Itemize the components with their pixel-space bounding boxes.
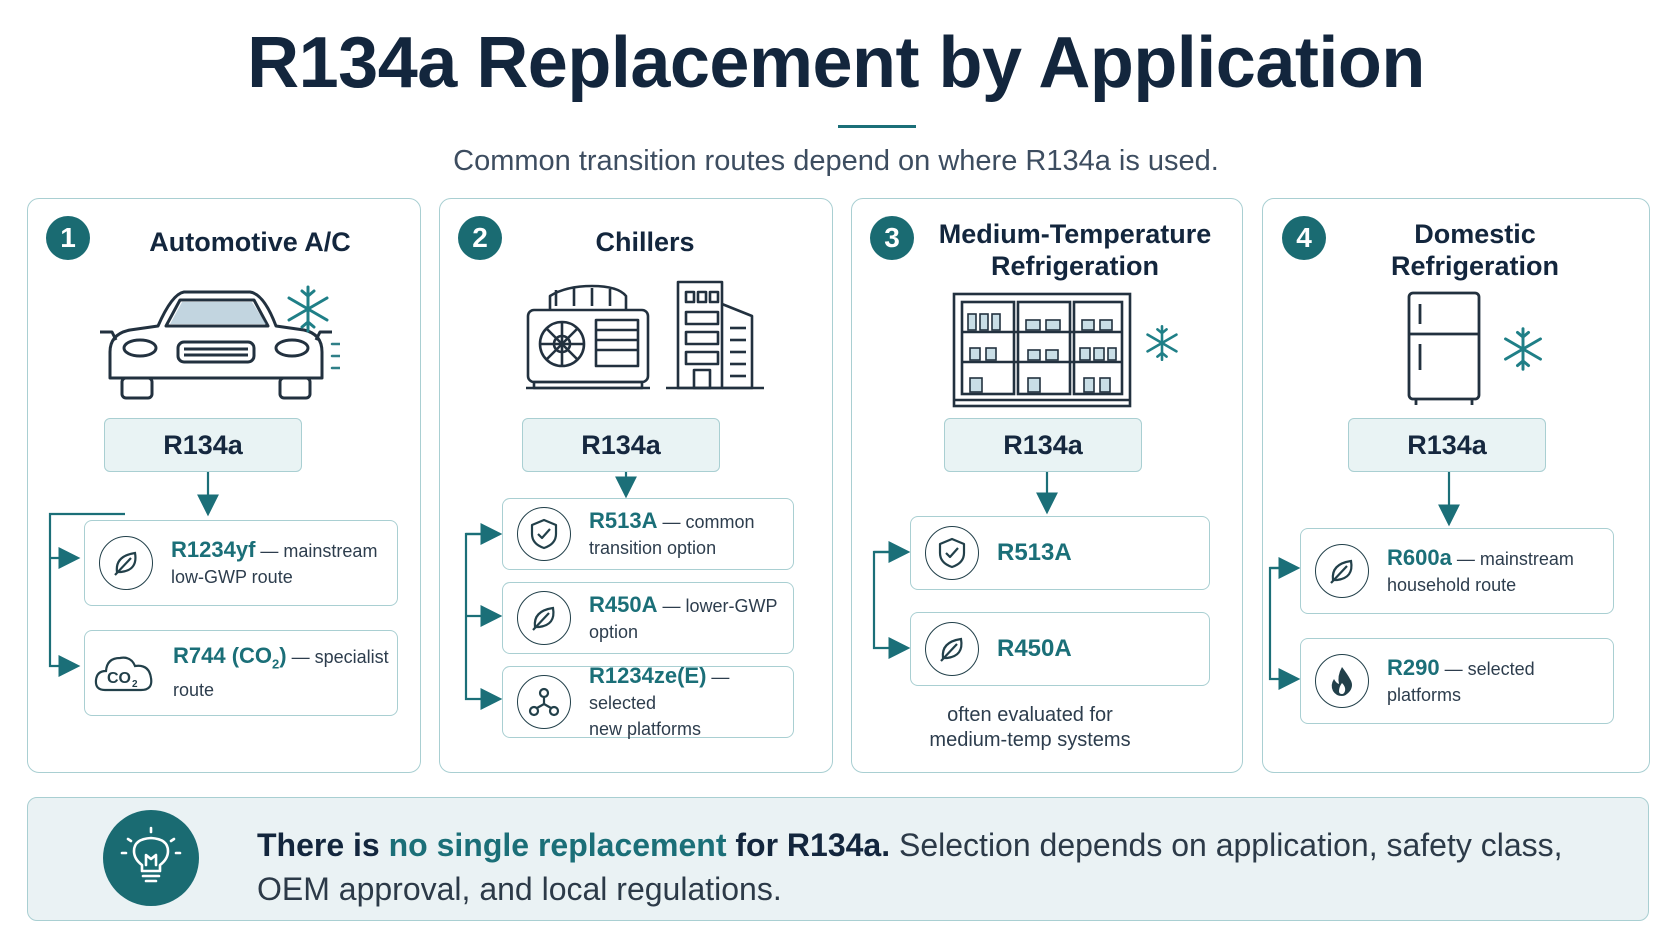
takeaway-lead-tail: for R134a.	[726, 827, 891, 863]
option-desc-line2: option	[589, 621, 639, 642]
option-name: R290	[1387, 654, 1440, 680]
takeaway-highlight: no single replacement	[388, 827, 727, 863]
option-desc-line2: new platforms	[589, 718, 702, 739]
option-name: R600a	[1387, 544, 1452, 570]
shield-check-icon	[517, 507, 571, 561]
card-title-line1: Domestic	[1414, 219, 1536, 249]
option-r513a: R513A	[910, 516, 1210, 590]
page-title: R134a Replacement by Application	[247, 23, 1425, 103]
option-desc-line2: platforms	[1387, 684, 1462, 705]
option-name: R513A	[589, 507, 658, 533]
card-title-line1: Medium-Temperature	[938, 219, 1212, 249]
card-title: Chillers	[595, 227, 695, 257]
option-name: R450A	[997, 635, 1072, 662]
option-desc: — specialist	[291, 646, 389, 667]
card-number-badge: 3	[870, 216, 914, 260]
card-number-badge: 2	[458, 216, 502, 260]
card-number-badge: 1	[46, 216, 90, 260]
leaf-icon	[517, 591, 571, 645]
takeaway-lead: There is	[257, 827, 389, 863]
title-divider	[838, 125, 916, 128]
leaf-icon	[925, 622, 979, 676]
option-name: R744 (CO	[173, 642, 273, 668]
snowflake-icon	[1146, 324, 1178, 362]
option-r450a: R450A — lower-GWP option	[502, 582, 794, 654]
option-desc-line2: route	[173, 680, 215, 701]
snowflake-icon	[1504, 327, 1542, 371]
chiller-building-icon	[526, 280, 764, 390]
source-refrigerant-box: R134a	[522, 418, 720, 472]
card-title-line2: Refrigeration	[1390, 251, 1560, 281]
option-note-line2: medium-temp systems	[929, 729, 1131, 751]
option-name: R1234yf	[171, 536, 256, 562]
option-r1234yf: R1234yf — mainstream low-GWP route	[84, 520, 398, 606]
option-r450a: R450A	[910, 612, 1210, 686]
leaf-icon	[99, 536, 153, 590]
key-takeaway-text: There is no single replacement for R134a…	[257, 823, 1617, 911]
source-refrigerant-box: R134a	[1348, 418, 1546, 472]
key-takeaway-banner	[27, 797, 1649, 921]
card-title: Automotive A/C	[149, 227, 351, 257]
option-desc: — mainstream	[260, 540, 378, 561]
option-r600a: R600a — mainstream household route	[1300, 528, 1614, 614]
card-title-line2: Refrigeration	[990, 251, 1160, 281]
snowflake-icon	[287, 285, 329, 333]
flame-icon	[1315, 654, 1369, 708]
lightbulb-icon	[103, 810, 199, 906]
option-name-subscript: 2	[272, 656, 280, 672]
option-name: R1234ze(E)	[589, 662, 707, 688]
molecule-icon	[517, 675, 571, 729]
fridge-icon	[1407, 291, 1481, 405]
option-desc-line2: low-GWP route	[171, 566, 293, 587]
option-desc: — mainstream	[1456, 548, 1574, 569]
option-name: R450A	[589, 591, 658, 617]
display-fridge-icon	[952, 292, 1132, 408]
leaf-icon	[1315, 544, 1369, 598]
option-desc: — selected	[589, 666, 730, 713]
page-subtitle: Common transition routes depend on where…	[453, 145, 1219, 177]
option-r1234ze: R1234ze(E) — selected new platforms	[502, 662, 794, 739]
shield-check-icon	[925, 526, 979, 580]
option-desc: — lower-GWP	[662, 595, 778, 616]
option-desc-line2: household route	[1387, 574, 1517, 595]
option-r513a: R513A — common transition option	[502, 498, 794, 570]
option-name-tail: )	[279, 642, 287, 668]
card-number-badge: 4	[1282, 216, 1326, 260]
option-desc: — common	[662, 511, 755, 532]
source-refrigerant-box: R134a	[104, 418, 302, 472]
source-refrigerant-box: R134a	[944, 418, 1142, 472]
car-icon	[100, 290, 340, 400]
option-r290: R290 — selected platforms	[1300, 638, 1614, 724]
card-medium-temperature-refrigeration	[851, 198, 1243, 773]
svg-text:CO: CO	[107, 670, 131, 687]
option-desc: — selected	[1444, 658, 1535, 679]
takeaway-rest: Selection depends on application, safety…	[257, 827, 1563, 907]
option-desc-line2: transition option	[589, 537, 717, 558]
option-name: R513A	[997, 539, 1072, 566]
option-note-line1: often evaluated for	[947, 704, 1113, 726]
svg-text:2: 2	[132, 679, 138, 690]
